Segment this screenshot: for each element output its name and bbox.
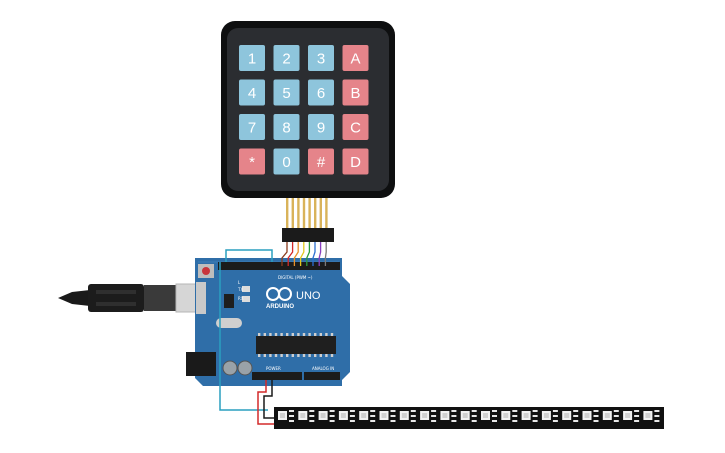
key-label: 9	[317, 120, 325, 137]
keypad-4x4[interactable]: 1 2 3 A 4 5 6 B 7 8 9 C * 0 # D	[221, 21, 395, 198]
keypad-key-8[interactable]: 8	[273, 114, 300, 140]
tx-label: TX	[237, 287, 243, 292]
keypad-key-D[interactable]: D	[342, 148, 369, 175]
key-label: 1	[248, 51, 256, 68]
key-label: 5	[282, 85, 290, 102]
keypad-key-5[interactable]: 5	[273, 79, 300, 106]
power-label: POWER	[266, 366, 281, 371]
key-label: B	[350, 85, 360, 102]
led-pixel	[420, 410, 437, 422]
led-pixel	[521, 410, 538, 422]
capacitor	[237, 360, 253, 376]
led-pixel	[399, 410, 416, 422]
led-strip[interactable]	[274, 407, 664, 429]
keypad-key-4[interactable]: 4	[239, 79, 265, 106]
keypad-key-B[interactable]: B	[342, 79, 369, 106]
keypad-key-*[interactable]: *	[239, 148, 265, 175]
led-pixel	[318, 410, 335, 422]
usb-cable	[58, 283, 203, 313]
led-pixel	[623, 410, 640, 422]
keypad-key-3[interactable]: 3	[308, 45, 334, 71]
arduino-logo: ARDUINO	[266, 287, 294, 310]
key-label: 7	[248, 120, 256, 137]
power-header	[252, 372, 302, 380]
chip-pins	[258, 333, 334, 357]
led-pixel	[379, 410, 396, 422]
power-jack	[186, 352, 216, 376]
keypad-key-1[interactable]: 1	[239, 45, 265, 71]
keypad-key-0[interactable]: 0	[273, 148, 300, 175]
key-label: 4	[248, 85, 256, 102]
signal-wires	[219, 249, 276, 425]
keypad-ribbon	[282, 198, 334, 242]
key-label: 0	[282, 154, 290, 171]
led-pixel	[440, 410, 457, 422]
key-label: D	[350, 154, 361, 171]
atmega-chip	[256, 336, 336, 354]
key-label: 2	[282, 51, 290, 68]
model-label: UNO	[296, 290, 321, 302]
capacitor	[222, 360, 238, 376]
keypad-key-6[interactable]: 6	[308, 79, 334, 106]
keypad-key-#[interactable]: #	[308, 148, 334, 175]
led-pixel	[582, 410, 599, 422]
key-label: *	[249, 154, 255, 171]
analog-header	[304, 372, 340, 380]
led-pixel	[501, 410, 518, 422]
keypad-key-2[interactable]: 2	[273, 45, 300, 71]
keypad-key-7[interactable]: 7	[239, 114, 265, 140]
key-label: C	[350, 120, 361, 137]
key-label: 8	[282, 120, 290, 137]
keypad-key-A[interactable]: A	[342, 45, 369, 71]
led-pixel	[460, 410, 477, 422]
led-pixel	[602, 410, 619, 422]
key-label: 6	[317, 85, 325, 102]
key-label: A	[350, 51, 360, 68]
led-pixel	[298, 410, 315, 422]
analog-label: ANALOG IN	[312, 366, 334, 371]
svg-text:ARDUINO: ARDUINO	[266, 304, 294, 310]
led-pixel	[562, 410, 579, 422]
key-label: #	[317, 154, 326, 171]
led-pixel	[481, 410, 497, 422]
digital-label: DIGITAL (PWM ~)	[278, 275, 313, 280]
keypad-wires	[281, 242, 327, 266]
l-label: L	[238, 280, 241, 285]
led-pixel	[338, 410, 355, 422]
digital-header	[218, 262, 340, 270]
led-pixel	[359, 410, 376, 422]
rx-label: RX	[238, 296, 244, 301]
led-pixel	[643, 410, 660, 422]
led-pixel	[541, 410, 558, 422]
key-label: 3	[317, 51, 325, 68]
arduino-uno-board[interactable]: TX RX L ARDUINO UNO DIGITAL (PWM ~) POWE…	[186, 258, 350, 386]
keypad-key-C[interactable]: C	[342, 114, 369, 140]
keypad-key-9[interactable]: 9	[308, 114, 334, 140]
led-pixel	[278, 410, 294, 422]
